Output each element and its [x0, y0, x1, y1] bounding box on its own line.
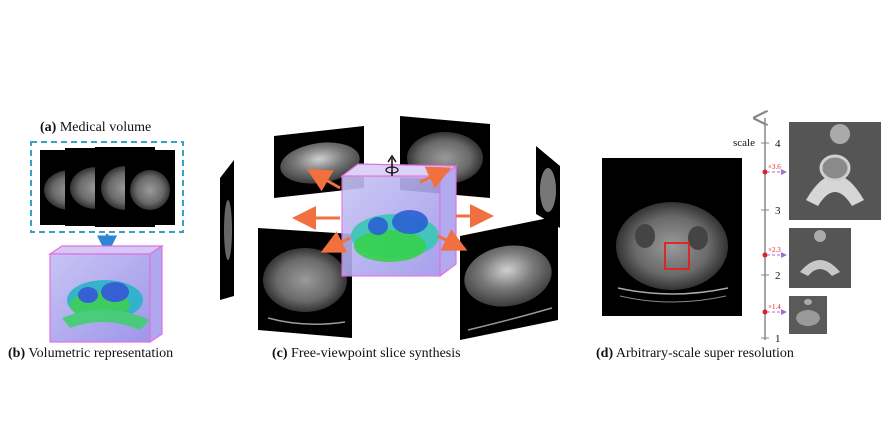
zoom-crop-small: [789, 296, 827, 334]
tick-label-4: 4: [775, 138, 781, 150]
marker-dot-3: [762, 169, 768, 175]
tick-label-2: 2: [775, 270, 781, 282]
marker-dot-2: [762, 252, 768, 258]
marker-label-3: ×3.6: [768, 163, 781, 171]
marker-label-1: ×1.4: [768, 303, 781, 311]
central-volume-cube: [340, 163, 458, 278]
slice-bottom-right: [460, 216, 558, 340]
caption-d-text: Arbitrary-scale super resolution: [615, 346, 794, 361]
caption-b-text: Volumetric representation: [28, 346, 174, 361]
slice-left-edge: [220, 160, 234, 300]
tick-label-1: 1: [775, 333, 781, 345]
slice-bottom-left: [258, 228, 352, 338]
marker-dot-1: [762, 309, 768, 315]
caption-a: (a) Medical volume: [40, 120, 151, 136]
zoom-crop-medium: [789, 228, 851, 288]
slice-synthesis-panel: [220, 116, 560, 340]
zoom-crop-large: [789, 122, 881, 220]
caption-d-letter: (d): [596, 346, 614, 361]
view-arrows: [292, 166, 494, 253]
ct-full-image: [602, 158, 742, 316]
marker-label-2: ×2.3: [768, 246, 781, 254]
volume-dashed-box: [30, 141, 184, 233]
caption-c-letter: (c): [272, 346, 288, 361]
caption-a-letter: (a): [40, 120, 57, 135]
caption-d: (d) Arbitrary-scale super resolution: [596, 346, 794, 362]
slice-right-edge: [536, 146, 560, 228]
caption-a-text: Medical volume: [59, 120, 152, 135]
rotate-icon: [385, 154, 399, 176]
scale-axis: scale 1 2 3 4 ×1.4 ×2.3 ×3.6: [733, 118, 787, 345]
super-resolution-panel: scale 1 2 3 4 ×1.4 ×2.3 ×3.6: [602, 118, 881, 345]
caption-b-letter: (b): [8, 346, 26, 361]
caption-b: (b) Volumetric representation: [8, 346, 173, 362]
ct-slice-stack: [40, 147, 175, 227]
roi-box: [664, 242, 690, 270]
scale-axis-label: scale: [733, 137, 755, 149]
caption-c: (c) Free-viewpoint slice synthesis: [272, 346, 461, 362]
medical-volume-panel: [30, 141, 184, 256]
volume-render: [62, 280, 150, 330]
volumetric-representation: [48, 244, 164, 344]
caption-c-text: Free-viewpoint slice synthesis: [291, 346, 461, 361]
tick-label-3: 3: [775, 205, 781, 217]
